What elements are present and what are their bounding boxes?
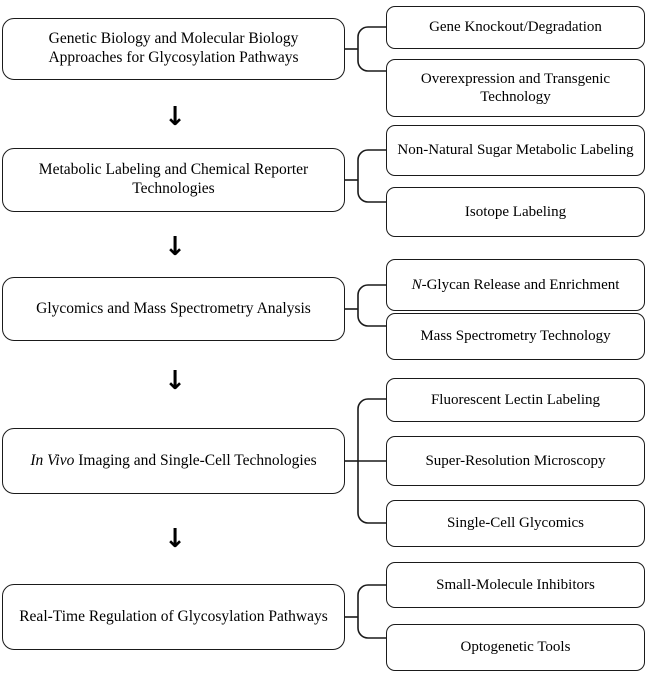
stage-sub-label-3-2: Mass Spectrometry Technology	[420, 328, 611, 345]
stage-sub-box-1-2[interactable]: Overexpression and Transgenic Technology	[386, 59, 645, 117]
stage-main-box-3[interactable]: Glycomics and Mass Spectrometry Analysis	[2, 277, 345, 341]
stage-sub-label-1-2: Overexpression and Transgenic Technology	[420, 70, 611, 105]
stage-sub-box-4-1[interactable]: Fluorescent Lectin Labeling	[386, 378, 645, 422]
stage-main-box-5[interactable]: Real-Time Regulation of Glycosylation Pa…	[2, 584, 345, 650]
stage-main-box-1[interactable]: Genetic Biology and Molecular Biology Ap…	[2, 18, 345, 80]
down-arrow-icon-1: ↓	[164, 102, 186, 132]
stage-sub-box-3-2[interactable]: Mass Spectrometry Technology	[386, 313, 645, 360]
stage-sub-box-2-2[interactable]: Isotope Labeling	[386, 187, 645, 237]
stage-sub-box-1-1[interactable]: Gene Knockout/Degradation	[386, 6, 645, 49]
stage-sub-label-4-2: Super-Resolution Microscopy	[425, 452, 606, 469]
stage-sub-box-4-2[interactable]: Super-Resolution Microscopy	[386, 436, 645, 486]
stage-sub-box-5-2[interactable]: Optogenetic Tools	[386, 624, 645, 671]
down-arrow-icon-2: ↓	[164, 232, 186, 262]
stage-main-box-4[interactable]: In Vivo Imaging and Single-Cell Technolo…	[2, 428, 345, 494]
stage-main-box-2[interactable]: Metabolic Labeling and Chemical Reporter…	[2, 148, 345, 212]
stage-sub-label-5-2: Optogenetic Tools	[460, 639, 571, 656]
stage-sub-label-4-3: Single-Cell Glycomics	[446, 515, 585, 532]
stage-sub-box-2-1[interactable]: Non-Natural Sugar Metabolic Labeling	[386, 125, 645, 176]
down-arrow-icon-4: ↓	[164, 524, 186, 554]
stage-sub-box-4-3[interactable]: Single-Cell Glycomics	[386, 500, 645, 547]
bracket-stage-5	[345, 584, 386, 639]
bracket-stage-1	[345, 26, 386, 72]
bracket-stage-2	[345, 149, 386, 203]
stage-sub-label-2-1: Non-Natural Sugar Metabolic Labeling	[397, 142, 634, 159]
stage-main-label-2: Metabolic Labeling and Chemical Reporter…	[38, 161, 309, 197]
bracket-stage-4	[345, 398, 386, 524]
stage-sub-label-1-1: Gene Knockout/Degradation	[429, 19, 602, 36]
stage-sub-box-3-1[interactable]: N-Glycan Release and Enrichment	[386, 259, 645, 311]
stage-sub-label-5-1: Small-Molecule Inhibitors	[436, 576, 595, 593]
stage-sub-label-3-1: N-Glycan Release and Enrichment	[411, 276, 620, 293]
stage-sub-label-4-1: Fluorescent Lectin Labeling	[430, 391, 601, 408]
stage-sub-box-5-1[interactable]: Small-Molecule Inhibitors	[386, 562, 645, 608]
down-arrow-icon-3: ↓	[164, 366, 186, 396]
stage-main-label-4: In Vivo Imaging and Single-Cell Technolo…	[30, 451, 317, 469]
stage-main-label-3: Glycomics and Mass Spectrometry Analysis	[36, 299, 311, 317]
bracket-stage-3	[345, 284, 386, 327]
stage-sub-label-2-2: Isotope Labeling	[464, 203, 567, 220]
stage-main-label-1: Genetic Biology and Molecular Biology Ap…	[48, 30, 299, 66]
stage-main-label-5: Real-Time Regulation of Glycosylation Pa…	[19, 607, 328, 625]
